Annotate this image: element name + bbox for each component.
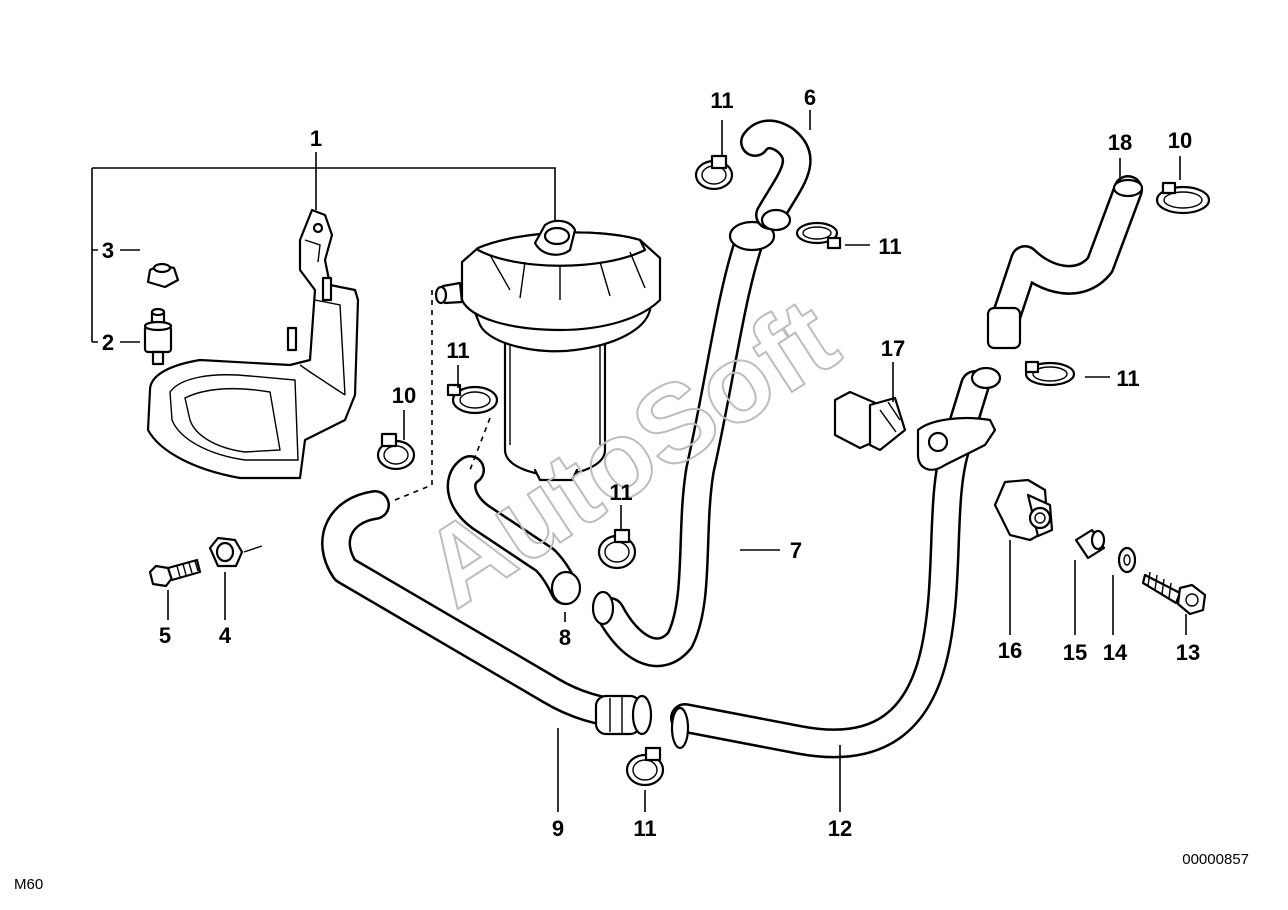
hose-clamp-10-left (376, 432, 416, 471)
hose-7 (591, 220, 776, 668)
hose-clamp-11-bottom (625, 746, 665, 787)
connector-17 (833, 390, 907, 452)
washer-14 (1117, 546, 1137, 574)
hose-clamp-11-top (694, 154, 734, 191)
rubber-mount-2 (143, 307, 173, 366)
air-pump (434, 219, 662, 482)
callout-10-right: 10 (1168, 128, 1192, 153)
hose-clamp-11-center (597, 528, 637, 570)
elbow-hose-6 (740, 119, 812, 232)
screw-13 (1141, 571, 1207, 616)
callout-13: 13 (1176, 640, 1200, 665)
valve-16 (993, 478, 1054, 542)
callout-3: 3 (102, 238, 114, 263)
callout-5: 5 (159, 623, 171, 648)
nut-3 (146, 262, 180, 289)
pipe-12 (670, 366, 1002, 759)
hose-clamp-11-pump (446, 383, 499, 415)
callout-15: 15 (1063, 640, 1087, 665)
callout-16: 16 (998, 638, 1022, 663)
collar-nut-4 (208, 536, 263, 568)
callout-11-top: 11 (710, 88, 733, 113)
hose-clamp-11-right-mid (1024, 360, 1076, 387)
sleeve-15 (1074, 528, 1106, 560)
callout-7: 7 (790, 538, 802, 563)
callout-11-right-top: 11 (878, 234, 901, 259)
mounting-bracket (146, 208, 360, 480)
leader-lines (91, 110, 1187, 812)
callout-17: 17 (881, 336, 905, 361)
pipe-18 (986, 175, 1144, 350)
callout-11-center: 11 (609, 480, 632, 505)
callout-4: 4 (219, 623, 232, 648)
callout-10-left: 10 (392, 383, 416, 408)
bolt-5 (148, 558, 202, 588)
callout-11-pump: 11 (446, 338, 469, 363)
callout-labels: 1 2 3 4 5 6 7 8 9 10 10 11 11 11 11 11 1… (102, 85, 1200, 841)
hose-clamp-10-right (1155, 181, 1211, 215)
model-code: M60 (14, 876, 43, 893)
callout-14: 14 (1103, 640, 1128, 665)
callout-8: 8 (559, 625, 571, 650)
drawing-number: 00000857 (1182, 851, 1249, 868)
hose-9 (321, 490, 653, 736)
callout-9: 9 (552, 816, 564, 841)
callout-1: 1 (310, 126, 322, 151)
callout-6: 6 (804, 85, 816, 110)
hose-8 (446, 455, 582, 606)
hose-clamp-11-right-top (795, 221, 842, 250)
callout-11-right-mid: 11 (1116, 366, 1139, 391)
callout-12: 12 (828, 816, 852, 841)
callout-2: 2 (102, 330, 114, 355)
callout-18: 18 (1108, 130, 1132, 155)
callout-11-bottom: 11 (633, 816, 656, 841)
